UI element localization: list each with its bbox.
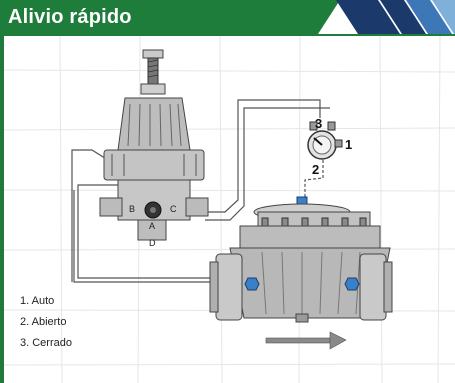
- port-label-c: C: [170, 204, 177, 214]
- selector-position-3: 3: [315, 116, 322, 131]
- port-label-b: B: [129, 204, 135, 214]
- main-valve: [209, 196, 393, 323]
- flow-direction-arrow: [265, 331, 347, 350]
- selector-position-1: 1: [345, 137, 352, 152]
- control-tubing: [71, 99, 330, 283]
- pressure-relief-diagram: B A C D 1 2 3: [71, 49, 393, 350]
- port-label-a: A: [149, 221, 155, 231]
- pressure-regulator: B A C D: [99, 49, 209, 248]
- page-title: Alivio rápido: [8, 6, 132, 28]
- three-way-selector: 1 2 3: [307, 116, 352, 177]
- legend-item-auto: 1. Auto: [20, 295, 55, 307]
- left-border: [0, 0, 4, 383]
- legend-item-closed: 3. Cerrado: [20, 337, 72, 349]
- legend-item-open: 2. Abierto: [20, 316, 67, 328]
- port-label-d: D: [149, 238, 156, 248]
- position-legend: 1. Auto 2. Abierto 3. Cerrado: [20, 291, 72, 354]
- selector-position-2: 2: [312, 162, 319, 177]
- header-band: [0, 0, 455, 36]
